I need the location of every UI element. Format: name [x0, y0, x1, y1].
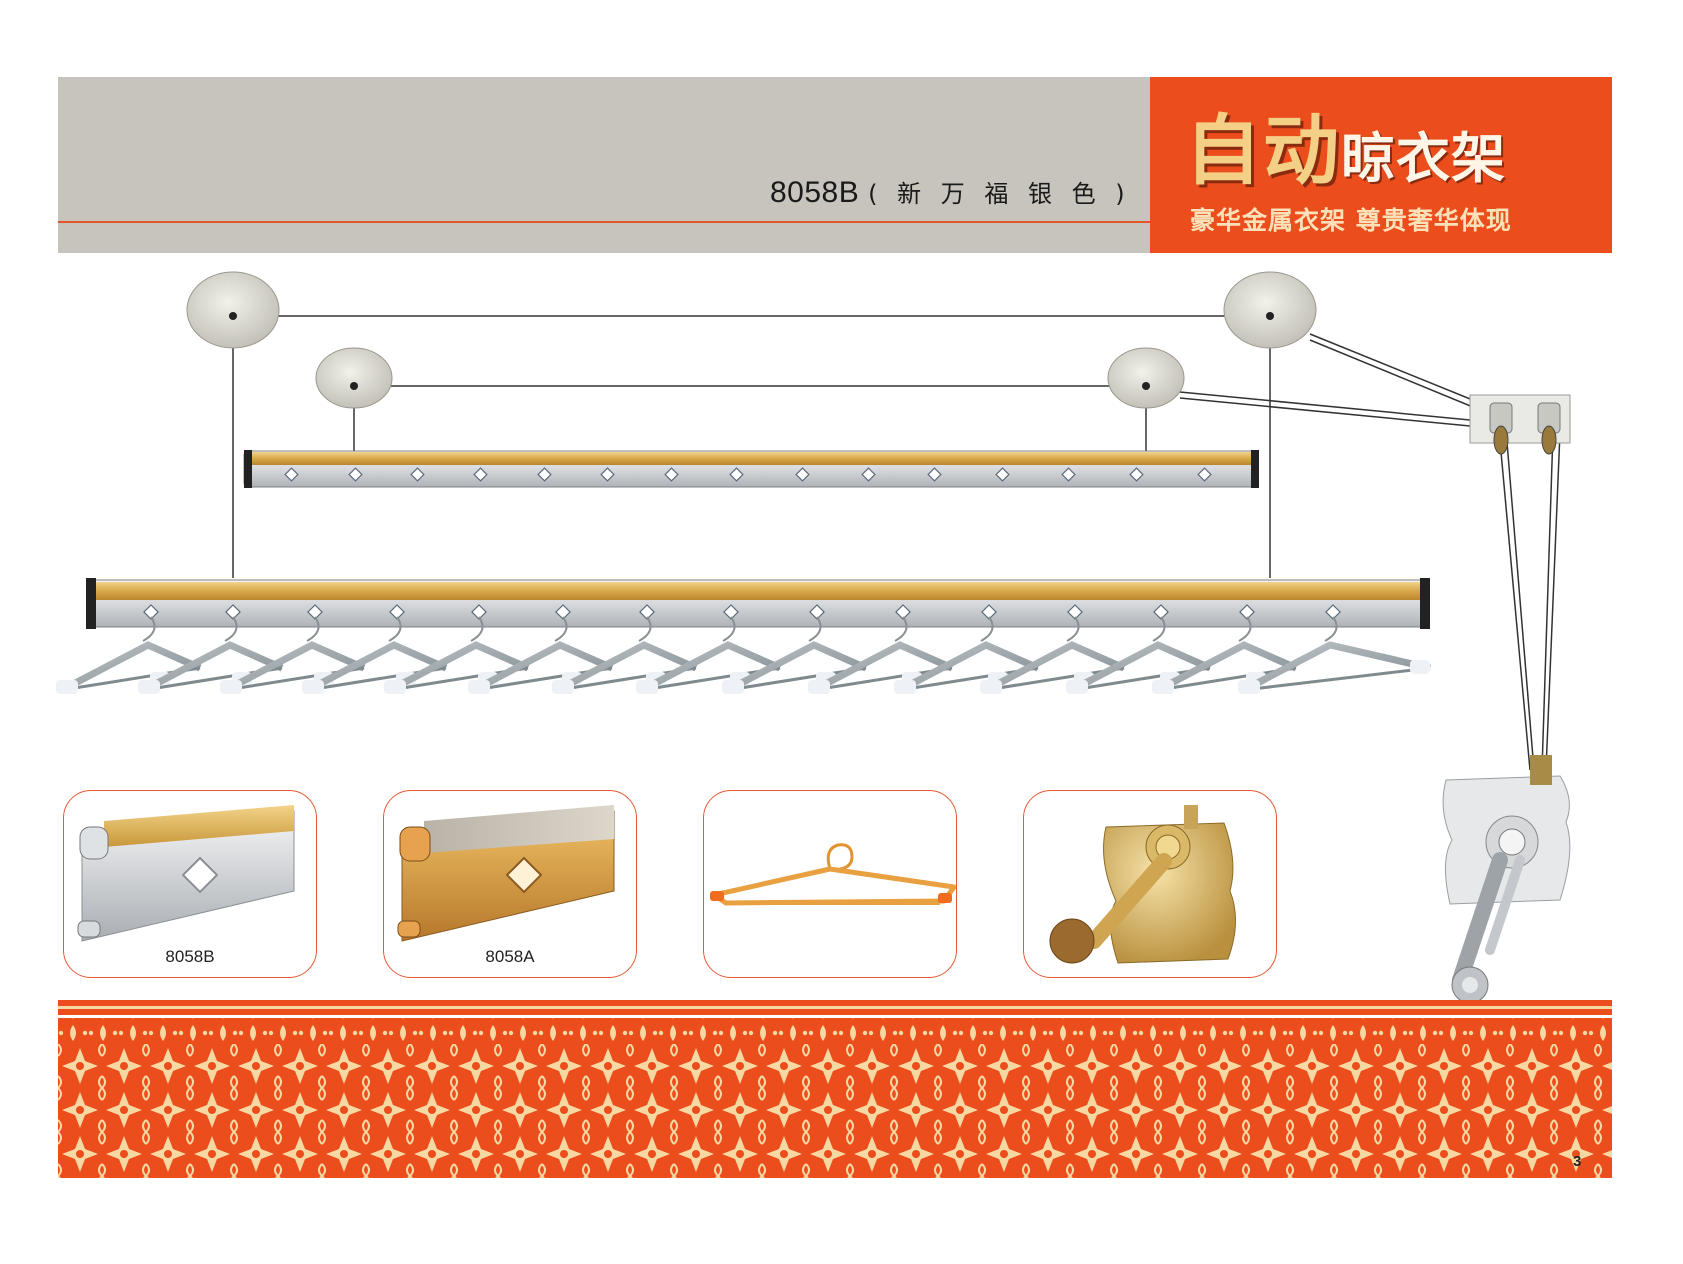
hanger: [1238, 616, 1431, 694]
hanger-row: [56, 616, 1431, 694]
product-model-heading: 8058B ( 新 万 福 银 色 ): [770, 174, 1131, 210]
thumbnail-label: 8058A: [485, 947, 535, 966]
brand-banner: 自动晾衣架 豪华金属衣架 尊贵奢华体现: [1150, 77, 1612, 253]
thumbnail-rail-8058a: 8058A: [383, 790, 637, 978]
hanger-image: [710, 843, 956, 906]
hanger: [138, 616, 284, 694]
header-gray-panel: [58, 77, 1150, 253]
hanger: [468, 616, 614, 694]
brand-title-part1: 自动: [1185, 106, 1341, 195]
rail-profile-silver-image: [77, 805, 295, 942]
hanger: [56, 616, 202, 694]
product-code: 8058B: [770, 176, 860, 209]
upper-rail: [243, 450, 1259, 488]
ceiling-pulley-large-left: [186, 271, 280, 349]
rail-profile-gold-image: [397, 805, 615, 942]
header-divider: [58, 221, 1150, 223]
page-number: 3: [1573, 1153, 1582, 1170]
hand-crank-image: [1049, 805, 1237, 964]
ceiling-pulley-small-right: [1107, 347, 1185, 409]
hanger: [302, 616, 448, 694]
wall-pulley-bracket: [1469, 394, 1571, 455]
thumbnail-hand-crank: [1023, 790, 1277, 978]
brand-title-part2: 晾衣架: [1341, 127, 1506, 190]
hanger: [636, 616, 782, 694]
ornamental-footer-band: [58, 1000, 1612, 1178]
product-variant: ( 新 万 福 银 色 ): [868, 180, 1131, 208]
brand-title: 自动晾衣架: [1185, 89, 1506, 199]
thumbnail-rail-8058b: 8058B: [63, 790, 317, 978]
ceiling-pulley-large-right: [1223, 271, 1317, 349]
ceiling-pulley-small-left: [315, 347, 393, 409]
thumbnail-hanger: [703, 790, 957, 978]
lower-rail: [86, 578, 1430, 629]
wall-crank-unit: [1442, 755, 1571, 1004]
hanger: [552, 616, 698, 694]
thumbnail-label: 8058B: [165, 947, 215, 966]
hanger: [384, 616, 530, 694]
hanger: [220, 616, 366, 694]
ceiling-cables: [232, 315, 1561, 771]
brand-slogan: 豪华金属衣架 尊贵奢华体现: [1190, 206, 1512, 235]
